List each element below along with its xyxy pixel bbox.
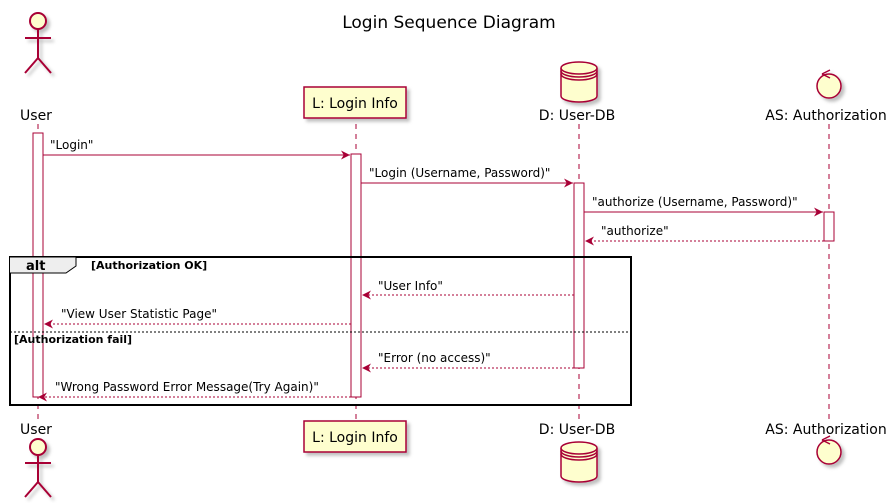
- message-login: "Login": [43, 138, 350, 160]
- participant-user-db-top: D: User-DB: [539, 61, 615, 124]
- message-login-credentials: "Login (Username, Password)": [361, 166, 573, 188]
- participant-box: [303, 86, 407, 119]
- fragment-keyword: alt: [26, 259, 45, 274]
- participant-label: AS: Authorization: [765, 108, 886, 124]
- database-icon: [560, 441, 598, 483]
- participant-label: L: Login Info: [312, 430, 398, 446]
- message-label: "View User Statistic Page": [61, 307, 217, 321]
- control-icon: [816, 435, 842, 465]
- activation-authorization: [823, 211, 835, 242]
- participant-label: L: Login Info: [312, 96, 398, 112]
- message-label: "Login (Username, Password)": [369, 166, 550, 180]
- activation-user-db: [573, 182, 585, 369]
- actor-icon: [24, 12, 52, 74]
- message-authorize-request: "authorize (Username, Password)": [584, 195, 823, 217]
- message-view-statistic-page: "View User Statistic Page": [44, 307, 351, 329]
- actor-icon: [24, 438, 52, 498]
- fragment-guard-ok: [Authorization OK]: [91, 259, 207, 272]
- message-label: "Error (no access)": [378, 351, 491, 365]
- message-user-info: "User Info": [362, 279, 574, 300]
- fragment-tab: [10, 256, 77, 274]
- alt-fragment: alt [Authorization OK] [Authorization fa…: [9, 256, 632, 406]
- participant-user-top: User: [20, 12, 52, 124]
- fragment-guard-fail: [Authorization fail]: [14, 333, 132, 346]
- participant-authorization-bottom: AS: Authorization: [765, 422, 887, 465]
- message-label: "User Info": [378, 279, 443, 293]
- participant-label: D: User-DB: [539, 108, 615, 124]
- participant-label: User: [20, 422, 52, 438]
- message-label: "authorize (Username, Password)": [592, 195, 798, 209]
- participant-box: [303, 420, 407, 453]
- database-icon: [560, 61, 598, 103]
- participant-login-info-top: L: Login Info: [303, 86, 407, 119]
- participant-label: User: [20, 108, 52, 124]
- participant-label: D: User-DB: [539, 422, 615, 438]
- message-authorize-reply: "authorize": [585, 224, 824, 246]
- diagram-title: Login Sequence Diagram: [342, 13, 556, 33]
- control-icon: [816, 69, 842, 99]
- message-error-no-access: "Error (no access)": [362, 351, 574, 373]
- participant-authorization-top: AS: Authorization: [765, 69, 887, 124]
- participant-login-info-bottom: L: Login Info: [303, 420, 407, 453]
- message-wrong-password: "Wrong Password Error Message(Try Again)…: [38, 380, 351, 402]
- participant-user-bottom: User: [20, 422, 52, 498]
- message-label: "Login": [50, 138, 93, 152]
- message-label: "Wrong Password Error Message(Try Again)…: [55, 380, 319, 394]
- message-label: "authorize": [601, 224, 669, 238]
- fragment-frame: [9, 256, 632, 406]
- participant-user-db-bottom: D: User-DB: [539, 422, 615, 483]
- participant-label: AS: Authorization: [765, 422, 886, 438]
- activation-login-info: [350, 153, 362, 398]
